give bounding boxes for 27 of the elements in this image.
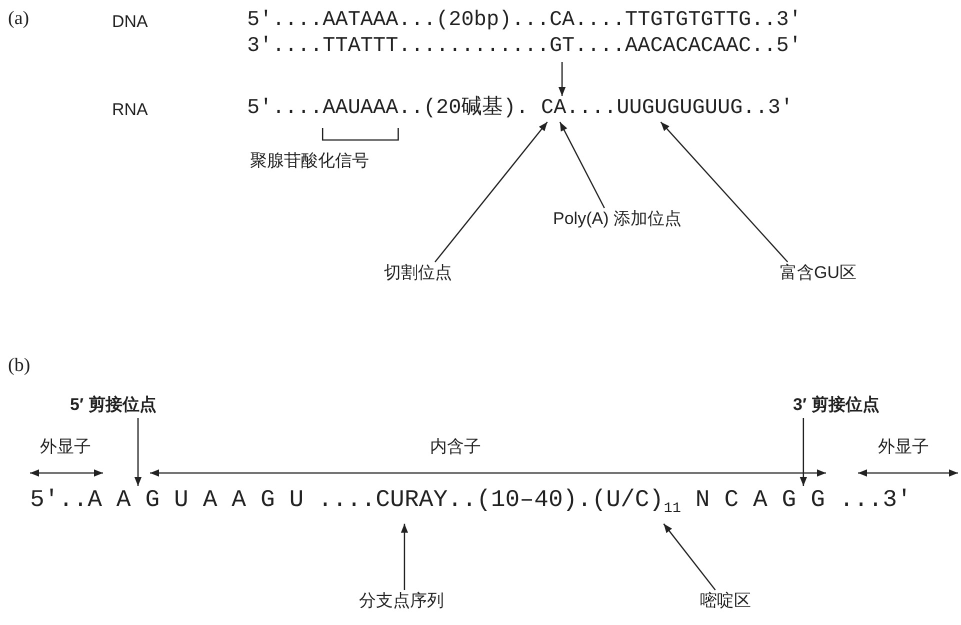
arrow [400,524,408,590]
arrow [660,122,788,262]
callout-label: 富含GU区 [780,262,856,284]
dna-strand: 5′....AATAAA...(20bp)...CA....TTGTGTGTTG..3′ [247,8,802,34]
dna-strand: 3′....TTATTT............GT....AACACACAAC..5′ [247,34,802,60]
arrow [800,418,807,486]
strand-label: RNA [112,99,148,121]
panel-label: (a) [8,8,30,30]
callout-label: 分支点序列 [359,590,444,612]
panel-label: (b) [8,355,30,377]
arrow [663,523,716,590]
region-label: 外显子 [878,436,929,458]
callout-label: Poly(A) 添加位点 [553,208,682,230]
rna-sequence: 5′..A A G U A A G U ....CURAY..(10–40).(U/C)$_{11}$ N C A G G ...3′ [30,486,912,524]
arrow [559,122,605,208]
strand-label: DNA [112,11,148,33]
arrow [134,418,142,486]
callout-label: 嘧啶区 [700,590,751,612]
rna-sequence: 5′....AAUAAA..(20碱基). CA....UUGUGUGUUG..3′ [247,96,794,122]
arrow [558,62,566,96]
splice-site-label: 5′ 剪接位点 [70,394,156,416]
region-label: 聚腺苷酸化信号 [250,150,369,172]
callout-label: 切割位点 [384,262,452,284]
splice-site-label: 3′ 剪接位点 [793,394,880,416]
region-label: 内含子 [430,436,481,458]
arrow [434,122,548,262]
region-label: 外显子 [40,436,91,458]
